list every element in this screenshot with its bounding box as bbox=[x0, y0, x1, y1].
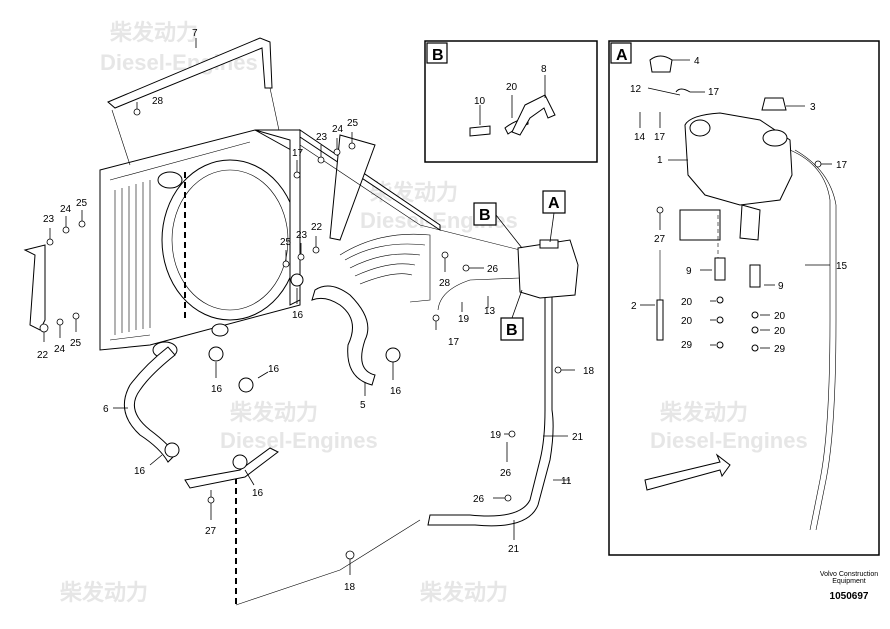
svg-text:1: 1 bbox=[657, 155, 663, 166]
company-sub: Equipment bbox=[832, 578, 866, 585]
svg-text:23: 23 bbox=[296, 230, 308, 241]
svg-text:20: 20 bbox=[774, 326, 786, 337]
svg-text:19: 19 bbox=[490, 430, 502, 441]
svg-text:26: 26 bbox=[500, 468, 512, 479]
svg-text:16: 16 bbox=[390, 386, 402, 397]
svg-text:17: 17 bbox=[448, 337, 460, 348]
company-name: Volvo Construction bbox=[819, 571, 879, 578]
svg-text:25: 25 bbox=[347, 118, 359, 129]
svg-text:柴发动力: 柴发动力 bbox=[419, 580, 508, 605]
svg-text:26: 26 bbox=[487, 264, 499, 275]
svg-text:22: 22 bbox=[311, 222, 323, 233]
svg-text:9: 9 bbox=[686, 266, 692, 277]
svg-text:7: 7 bbox=[192, 28, 198, 39]
hose-5 bbox=[311, 285, 376, 386]
detail-b-frame bbox=[424, 40, 598, 163]
svg-text:16: 16 bbox=[292, 310, 304, 321]
svg-text:29: 29 bbox=[774, 344, 786, 355]
fan-guard bbox=[339, 233, 431, 303]
svg-text:14: 14 bbox=[634, 132, 646, 143]
drawing-number: 1050697 bbox=[829, 591, 869, 602]
svg-text:17: 17 bbox=[836, 160, 848, 171]
svg-text:5: 5 bbox=[360, 400, 366, 411]
svg-text:10: 10 bbox=[474, 96, 486, 107]
pipe-main bbox=[235, 519, 421, 606]
svg-text:2: 2 bbox=[631, 301, 637, 312]
svg-text:27: 27 bbox=[205, 526, 217, 537]
svg-text:11: 11 bbox=[561, 476, 572, 487]
svg-text:B: B bbox=[432, 47, 444, 64]
svg-text:16: 16 bbox=[268, 364, 280, 375]
svg-text:柴发动力: 柴发动力 bbox=[229, 400, 318, 425]
callout-numbers: 7 28 17 23 24 25 23 24 25 25 23 22 28 26… bbox=[37, 28, 848, 593]
svg-text:24: 24 bbox=[332, 124, 344, 135]
svg-text:A: A bbox=[548, 195, 560, 212]
footer-block: Volvo Construction Equipment 1050697 bbox=[814, 571, 884, 602]
svg-text:24: 24 bbox=[60, 204, 72, 215]
svg-text:17: 17 bbox=[654, 132, 666, 143]
svg-text:9: 9 bbox=[778, 281, 784, 292]
hose-11 bbox=[427, 289, 554, 527]
svg-text:18: 18 bbox=[583, 366, 595, 377]
svg-text:29: 29 bbox=[681, 340, 693, 351]
svg-text:23: 23 bbox=[316, 132, 328, 143]
svg-text:13: 13 bbox=[484, 306, 496, 317]
expansion-tank-small bbox=[517, 239, 579, 299]
svg-text:21: 21 bbox=[572, 432, 584, 443]
detail-a-parts bbox=[644, 55, 837, 531]
svg-text:22: 22 bbox=[37, 350, 49, 361]
svg-text:25: 25 bbox=[76, 198, 88, 209]
svg-text:8: 8 bbox=[541, 64, 547, 75]
svg-text:3: 3 bbox=[810, 102, 816, 113]
svg-text:15: 15 bbox=[836, 261, 848, 272]
svg-text:20: 20 bbox=[774, 311, 786, 322]
svg-text:Diesel-Engines: Diesel-Engines bbox=[650, 428, 808, 453]
svg-text:19: 19 bbox=[458, 314, 470, 325]
svg-text:27: 27 bbox=[654, 234, 666, 245]
svg-text:柴发动力: 柴发动力 bbox=[59, 580, 148, 605]
svg-text:23: 23 bbox=[43, 214, 55, 225]
svg-text:B: B bbox=[479, 207, 491, 224]
fasteners bbox=[39, 108, 822, 560]
svg-text:25: 25 bbox=[280, 237, 292, 248]
svg-text:28: 28 bbox=[152, 96, 164, 107]
svg-text:24: 24 bbox=[54, 344, 66, 355]
svg-text:Diesel-Engines: Diesel-Engines bbox=[220, 428, 378, 453]
svg-text:16: 16 bbox=[252, 488, 264, 499]
svg-text:柴发动力: 柴发动力 bbox=[109, 20, 198, 45]
svg-text:26: 26 bbox=[473, 494, 485, 505]
detail-a-frame bbox=[608, 40, 880, 556]
svg-text:25: 25 bbox=[70, 338, 82, 349]
clamps bbox=[164, 273, 401, 470]
svg-text:20: 20 bbox=[681, 297, 693, 308]
svg-text:20: 20 bbox=[506, 82, 518, 93]
svg-text:21: 21 bbox=[508, 544, 520, 555]
svg-text:B: B bbox=[506, 322, 518, 339]
svg-text:柴发动力: 柴发动力 bbox=[659, 400, 748, 425]
svg-text:18: 18 bbox=[344, 582, 356, 593]
leader-lines bbox=[43, 38, 832, 575]
svg-text:16: 16 bbox=[211, 384, 223, 395]
svg-text:16: 16 bbox=[134, 466, 146, 477]
svg-text:17: 17 bbox=[708, 87, 720, 98]
svg-text:28: 28 bbox=[439, 278, 451, 289]
svg-text:A: A bbox=[616, 47, 628, 64]
svg-text:12: 12 bbox=[630, 84, 642, 95]
radiator bbox=[23, 37, 441, 605]
svg-text:17: 17 bbox=[292, 148, 304, 159]
svg-text:6: 6 bbox=[103, 404, 109, 415]
svg-text:20: 20 bbox=[681, 316, 693, 327]
svg-text:4: 4 bbox=[694, 56, 700, 67]
svg-text:柴发动力: 柴发动力 bbox=[369, 180, 458, 205]
pipe-lower bbox=[184, 447, 279, 489]
detail-b-parts bbox=[469, 94, 556, 137]
